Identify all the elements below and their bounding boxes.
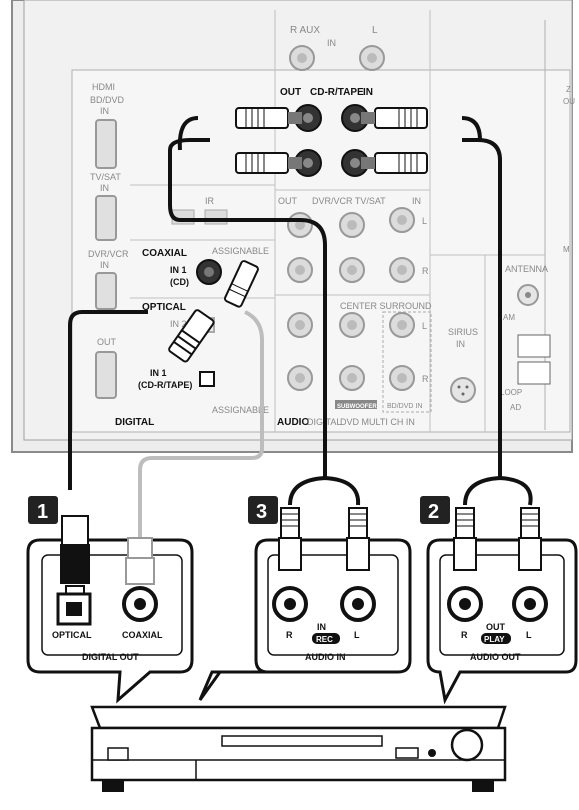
hdmi-dvr-vcr-port (96, 273, 116, 309)
panel-label-bd-in: IN (100, 106, 109, 116)
panel-label-sur-l: L (422, 321, 427, 331)
panel-label-ad: AD (510, 403, 521, 412)
panel-label-edge-ou: OU (563, 97, 575, 106)
label-audio-out-l: L (526, 630, 532, 640)
panel-label-am: AM (503, 313, 515, 322)
panel-label-optical: OPTICAL (142, 302, 186, 313)
panel-label-cd-out: OUT (280, 87, 301, 98)
panel-label-coaxial: COAXIAL (142, 248, 187, 259)
panel-label-tv-in: IN (100, 183, 109, 193)
label-audio-in-in: IN (317, 622, 326, 632)
cd-recorder-device (92, 707, 505, 792)
digital-out-box: OPTICAL COAXIAL DIGITAL OUT (28, 516, 192, 700)
callout-badges: 1 3 2 (28, 496, 450, 524)
volume-knob (452, 730, 482, 760)
panel-label-edge-m: M (563, 245, 570, 254)
panel-label-opt-cdr: (CD-R/TAPE) (138, 380, 192, 390)
panel-label-cd-in: IN (363, 87, 373, 98)
panel-label-subwoofer: SUBWOOFER (337, 404, 377, 410)
label-audio-out-out: OUT (486, 622, 506, 632)
panel-label-hdmi-out: OUT (97, 337, 117, 347)
panel-label-aux-in: IN (327, 38, 336, 48)
panel-label-dvr-out: OUT (278, 196, 298, 206)
callout-number-2: 2 (428, 501, 439, 523)
panel-label-coax-in: IN 1 (170, 265, 187, 275)
panel-label-dvr-in: IN (100, 260, 109, 270)
callout-number-1: 1 (37, 501, 48, 523)
panel-label-ir: IR (205, 196, 215, 206)
receiver-rear-panel: R AUX IN L HDMI BD/DVD IN TV/SAT IN DVR/… (0, 0, 579, 470)
panel-label-center-surround: CENTER SURROUND (340, 301, 432, 311)
label-audio-in: AUDIO IN (305, 652, 346, 662)
panel-label-r-aux: R AUX (290, 25, 320, 36)
optical-in1-port (200, 372, 214, 386)
panel-label-edge-z: Z (566, 85, 571, 94)
callout-number-3: 3 (256, 501, 267, 523)
panel-label-assignable-top: ASSIGNABLE (212, 246, 269, 256)
panel-label-dvd-multi: DVD MULTI CH IN (340, 417, 415, 427)
panel-label-dvr-in-r: IN (412, 196, 421, 206)
panel-label-antenna: ANTENNA (505, 264, 548, 274)
label-audio-in-l: L (354, 630, 360, 640)
panel-label-aux-l: L (372, 25, 378, 36)
panel-label-digital: DIGITAL (115, 417, 154, 428)
panel-label-row-r: R (422, 266, 429, 276)
label-audio-out-r: R (461, 630, 468, 640)
panel-label-audio: AUDIO (277, 417, 309, 428)
label-coaxial-out: COAXIAL (122, 630, 163, 640)
label-audio-in-rec: REC (316, 635, 333, 644)
label-digital-out: DIGITAL OUT (82, 652, 139, 662)
panel-label-cd-tape: CD-R/TAPE (310, 87, 364, 98)
panel-label-loop: LOOP (500, 388, 522, 397)
hdmi-tv-sat-port (96, 196, 116, 240)
sirius-port (451, 378, 475, 402)
panel-label-dvr-vcr-tv: DVR/VCR TV/SAT (312, 196, 386, 206)
panel-label-bd-dvd-in: BD/DVD IN (387, 403, 422, 410)
hdmi-bd-dvd-port (96, 120, 116, 168)
label-optical-out: OPTICAL (52, 630, 92, 640)
label-audio-in-r: R (286, 630, 293, 640)
panel-label-sirius-in: IN (456, 339, 465, 349)
panel-label-row-l: L (422, 216, 427, 226)
panel-label-sur-r: R (422, 374, 429, 384)
panel-label-dvr-vcr: DVR/VCR (88, 249, 129, 259)
panel-label-coax-cd: (CD) (170, 277, 189, 287)
panel-label-sirius: SIRIUS (448, 327, 478, 337)
panel-label-hdmi: HDMI (92, 82, 115, 92)
panel-label-opt-in1: IN 1 (150, 368, 167, 378)
label-audio-out: AUDIO OUT (470, 652, 521, 662)
audio-in-box: R IN REC L AUDIO IN (200, 508, 410, 700)
panel-label-bd-dvd: BD/DVD (90, 95, 125, 105)
audio-out-box: R OUT PLAY L AUDIO OUT (428, 508, 576, 700)
label-audio-out-play: PLAY (484, 635, 505, 644)
hdmi-out-port (96, 352, 116, 398)
panel-label-tv-sat: TV/SAT (90, 172, 121, 182)
